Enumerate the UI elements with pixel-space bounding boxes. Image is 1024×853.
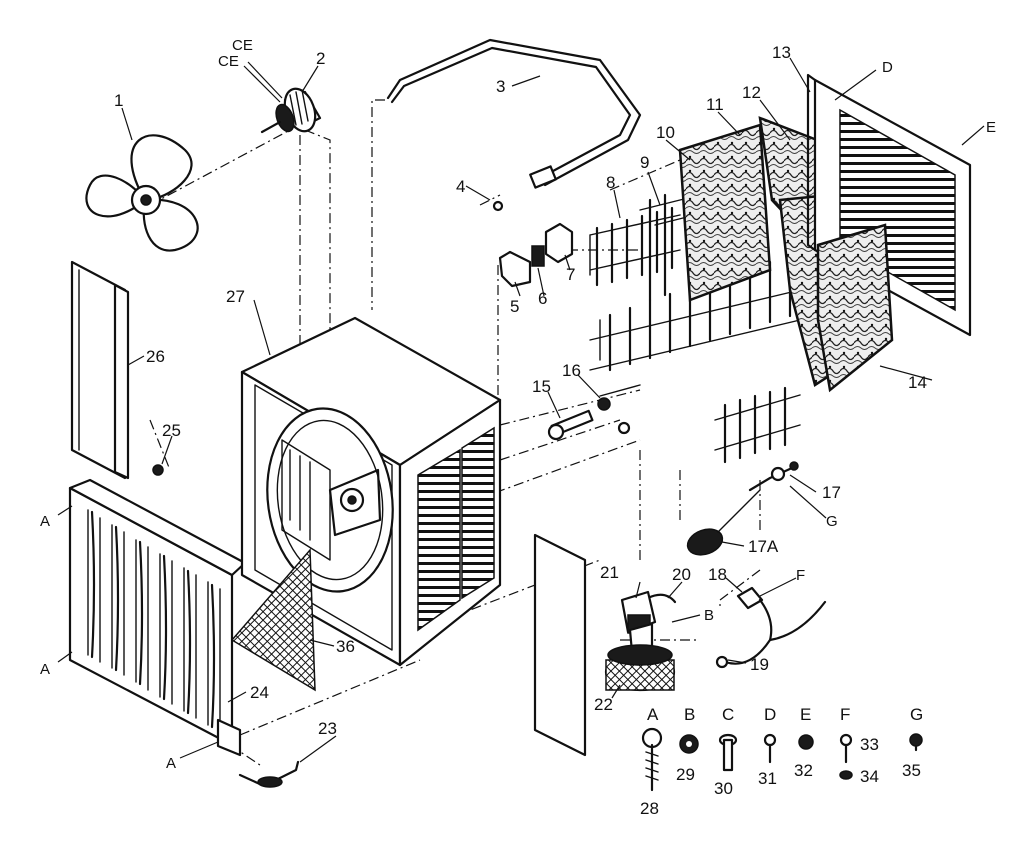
callout-b-1: B [704, 607, 714, 624]
callout-23: 23 [318, 719, 337, 738]
hardware-legend: A 28 B 29 C 30 D 31 E 32 F 33 34 G 35 [640, 705, 923, 818]
part-14-pad-retainer [816, 223, 894, 393]
part-4-screw [492, 200, 504, 212]
legend-letter-c: C [722, 705, 734, 724]
legend-number-31: 31 [758, 769, 777, 788]
part-22-pump-base [604, 644, 676, 692]
callout-18: 18 [708, 565, 727, 584]
part-18-fitting [736, 586, 764, 610]
callout-a-2: A [40, 661, 50, 678]
callout-d-1: D [882, 59, 893, 76]
callout-a-3: A [166, 755, 176, 772]
callout-17a: 17A [748, 537, 779, 556]
part-15-bolt [547, 409, 594, 441]
callout-27: 27 [226, 287, 245, 306]
legend-letter-e: E [800, 705, 811, 724]
part-35-screw-g [909, 733, 923, 752]
part-32-nut-e [798, 734, 814, 750]
part-3-top-rail [386, 38, 642, 189]
callout-26: 26 [146, 347, 165, 366]
part-1-fan-blade [85, 134, 199, 252]
part-2-motor [260, 87, 322, 134]
legend-number-29: 29 [676, 765, 695, 784]
callout-11: 11 [706, 95, 724, 114]
legend-number-32: 32 [794, 761, 813, 780]
part-10-cooling-pad [678, 123, 772, 302]
callout-labels: 1 2 3 4 5 6 7 8 9 10 11 12 13 14 15 16 1… [40, 37, 996, 772]
callout-16: 16 [562, 361, 581, 380]
callout-24: 24 [250, 683, 269, 702]
legend-letter-f: F [840, 705, 850, 724]
part-34-washer-f [839, 770, 853, 780]
legend-number-28: 28 [640, 799, 659, 818]
callout-15: 15 [532, 377, 551, 396]
callout-3: 3 [496, 77, 505, 96]
part-7-switch-cover [544, 222, 574, 264]
part-28-screw-a [641, 727, 663, 792]
callout-1: 1 [114, 91, 123, 110]
callout-12: 12 [742, 83, 761, 102]
part-33-screw-f [839, 733, 853, 764]
callout-ce-1: CE [232, 37, 253, 54]
callout-9: 9 [640, 153, 649, 172]
part-5-switch-bracket [498, 250, 532, 288]
callout-17: 17 [822, 483, 841, 502]
callout-36: 36 [336, 637, 355, 656]
legend-number-34: 34 [860, 767, 879, 786]
callout-e-1: E [986, 119, 996, 136]
part-26-side-panel [70, 260, 130, 480]
callout-g-1: G [826, 513, 838, 530]
part-17-float-valve [748, 461, 799, 492]
rear-side-panel [533, 533, 587, 757]
callout-6: 6 [538, 289, 547, 308]
legend-letter-a: A [647, 705, 659, 724]
callout-8: 8 [606, 173, 615, 192]
part-29-nut-b [679, 734, 699, 754]
legend-number-33: 33 [860, 735, 879, 754]
callout-7: 7 [566, 265, 575, 284]
part-23-power-cord [238, 760, 300, 788]
callout-ce-2: CE [218, 53, 239, 70]
callout-a-1: A [40, 513, 50, 530]
callout-f-1: F [796, 567, 805, 584]
part-25-nut [152, 464, 164, 476]
callout-2: 2 [316, 49, 325, 68]
callout-10: 10 [656, 123, 675, 142]
part-6-switch-knob [531, 245, 545, 267]
callout-25: 25 [162, 421, 181, 440]
legend-number-30: 30 [714, 779, 733, 798]
part-17a-float [686, 489, 761, 556]
callout-20: 20 [672, 565, 691, 584]
part-36-mesh-screen [230, 548, 316, 692]
legend-letter-d: D [764, 705, 776, 724]
part-30-bolt-c [718, 733, 738, 772]
assembly-lines [149, 95, 761, 766]
leader-lines [57, 57, 985, 763]
part-21-pump [620, 590, 657, 654]
part-31-screw-d [763, 733, 777, 764]
legend-number-35: 35 [902, 761, 921, 780]
part-24-front-grille [68, 478, 247, 757]
legend-letter-b: B [684, 705, 695, 724]
callout-19: 19 [750, 655, 769, 674]
part-8-wire-frame [589, 206, 801, 464]
callout-14: 14 [908, 373, 927, 392]
callout-13: 13 [772, 43, 791, 62]
callout-21: 21 [600, 563, 619, 582]
part-20-pump-tube [646, 593, 677, 604]
part-19-water-tube [715, 598, 827, 669]
legend-letter-g: G [910, 705, 923, 724]
callout-5: 5 [510, 297, 519, 316]
part-16-washer-nut [597, 384, 641, 435]
callout-22: 22 [594, 695, 613, 714]
callout-4: 4 [456, 177, 465, 196]
